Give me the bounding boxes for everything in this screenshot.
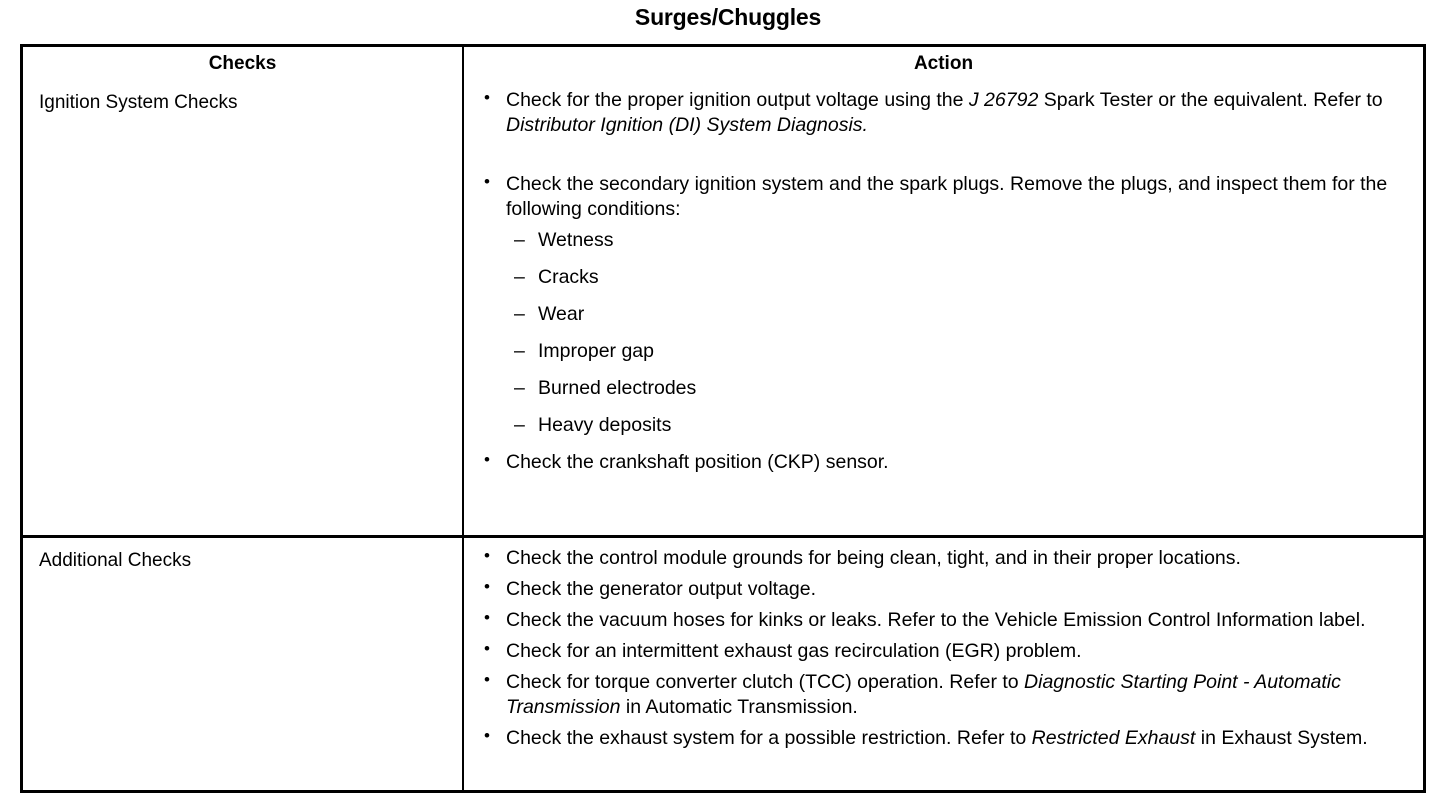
bullet-text: Check the secondary ignition system and … [506,172,1388,220]
bullet-text: Check the generator output voltage. [506,578,817,601]
cross-reference-text: Diagnostic Starting Point - Automatic Tr… [506,671,1341,719]
condition-sub-list: WetnessCracksWearImproper gapBurned elec… [506,228,1409,438]
action-bullet: Check for an intermittent exhaust gas re… [482,638,1409,664]
table-header: Checks Action [23,47,1423,80]
condition-sub-item: Burned electrodes [506,376,1409,401]
cross-reference-text: Restricted Exhaust [1031,726,1196,749]
condition-sub-item: Heavy deposits [506,413,1409,438]
bullet-text: Check the crankshaft position (CKP) sens… [506,450,889,473]
action-bullet: Check the exhaust system for a possible … [482,725,1409,751]
action-bullet: Check the secondary ignition system and … [482,171,1409,438]
surges-chuggles-table: Checks Action Ignition System ChecksChec… [20,44,1426,793]
column-header-checks: Checks [23,47,464,80]
condition-sub-item: Wetness [506,228,1409,253]
bullet-text: Check the control module grounds for bei… [506,547,1241,570]
bullet-text: Check for the proper ignition output vol… [506,89,969,111]
check-category-cell: Additional Checks [23,536,464,790]
table-row: Additional Checks Check the control modul… [23,536,1423,790]
cross-reference-text: J 26792 [968,89,1039,111]
condition-sub-item: Improper gap [506,339,1409,364]
action-bullet: Check the control module grounds for bei… [482,545,1409,571]
bullet-text: in Exhaust System. [1195,726,1368,749]
action-bullet: Check the crankshaft position (CKP) sens… [482,449,1409,475]
check-category-label: Ignition System Checks [39,92,238,113]
page-title: Surges/Chuggles [634,4,822,30]
action-bullet: Check for torque converter clutch (TCC) … [482,669,1409,720]
check-category-cell: Ignition System Checks [23,80,464,539]
condition-sub-item: Cracks [506,265,1409,290]
action-bullet-list: Check for the proper ignition output vol… [482,87,1409,475]
action-bullet-list: Check the control module grounds for bei… [482,545,1409,751]
action-cell: Check the control module grounds for bei… [463,537,1423,790]
action-bullet: Check the vacuum hoses for kinks or leak… [482,607,1409,633]
table-header-row: Checks Action [23,47,1423,80]
bullet-text: Check the vacuum hoses for kinks or leak… [506,609,1366,632]
column-header-action: Action [913,53,974,74]
bullet-text: in Automatic Transmission. [620,696,858,719]
diagnostic-table: Checks Action Ignition System ChecksChec… [23,47,1423,790]
table-row: Ignition System Checks Check for the prop… [23,80,1423,539]
bullet-text: Check for torque converter clutch (TCC) … [506,671,1025,694]
condition-sub-item: Wear [506,302,1409,327]
cross-reference-text: Distributor Ignition (DI) System Diagnos… [506,113,868,136]
bullet-text: Check the exhaust system for a possible … [506,726,1032,749]
action-bullet: Check for the proper ignition output vol… [482,87,1409,138]
bullet-text: Spark Tester or the equivalent. Refer to [1038,89,1383,111]
check-category-label: Additional Checks [39,550,192,572]
bullet-text: Check for an intermittent exhaust gas re… [506,640,1082,663]
table-body: Ignition System Checks Check for the prop… [23,80,1423,790]
action-cell: Check for the proper ignition output vol… [463,80,1423,539]
action-bullet: Check the generator output voltage. [482,576,1409,602]
